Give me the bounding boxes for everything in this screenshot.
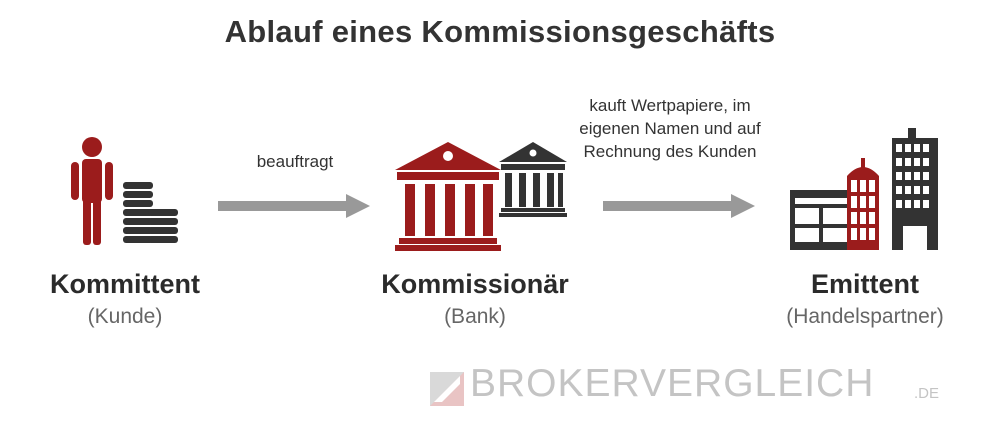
- entity-name-emittent: Emittent: [811, 269, 919, 299]
- office-buildings-icon: [790, 128, 938, 250]
- building-right: [892, 128, 938, 250]
- person-figure: [71, 137, 113, 245]
- arrow-right-icon: [218, 194, 370, 218]
- entity-sub-kommissionaer: (Bank): [444, 305, 506, 328]
- arrow-label-line-3: Rechnung des Kunden: [583, 142, 757, 161]
- entity-name-kommittent: Kommittent: [50, 269, 200, 299]
- page-title: Ablauf eines Kommissionsgeschäfts: [224, 14, 776, 49]
- brokervergleich-logo-text: BROKERVERGLEICH: [470, 362, 875, 405]
- arrow-label-line-1: kauft Wertpapiere, im: [589, 96, 751, 115]
- bank-building-small: [499, 142, 567, 217]
- coin-stacks: [123, 182, 178, 243]
- brokervergleich-logo-icon: [430, 372, 464, 406]
- entity-sub-emittent: (Handelspartner): [786, 305, 944, 328]
- arrow-label-beauftragt: beauftragt: [256, 152, 334, 171]
- entity-name-kommissionaer: Kommissionär: [381, 269, 569, 299]
- building-left: [790, 190, 852, 250]
- arrow-right-icon: [603, 194, 755, 218]
- arrow-label-line-2: eigenen Namen und auf: [579, 119, 761, 138]
- brokervergleich-logo-tld: .DE: [914, 385, 940, 402]
- entity-sub-kommittent: (Kunde): [87, 305, 163, 328]
- arrow-label-kauft: kauft Wertpapiere, im eigenen Namen und …: [560, 94, 780, 163]
- person-with-coins-icon: [71, 137, 178, 245]
- bank-buildings-icon: [395, 142, 567, 251]
- building-middle: [847, 158, 879, 250]
